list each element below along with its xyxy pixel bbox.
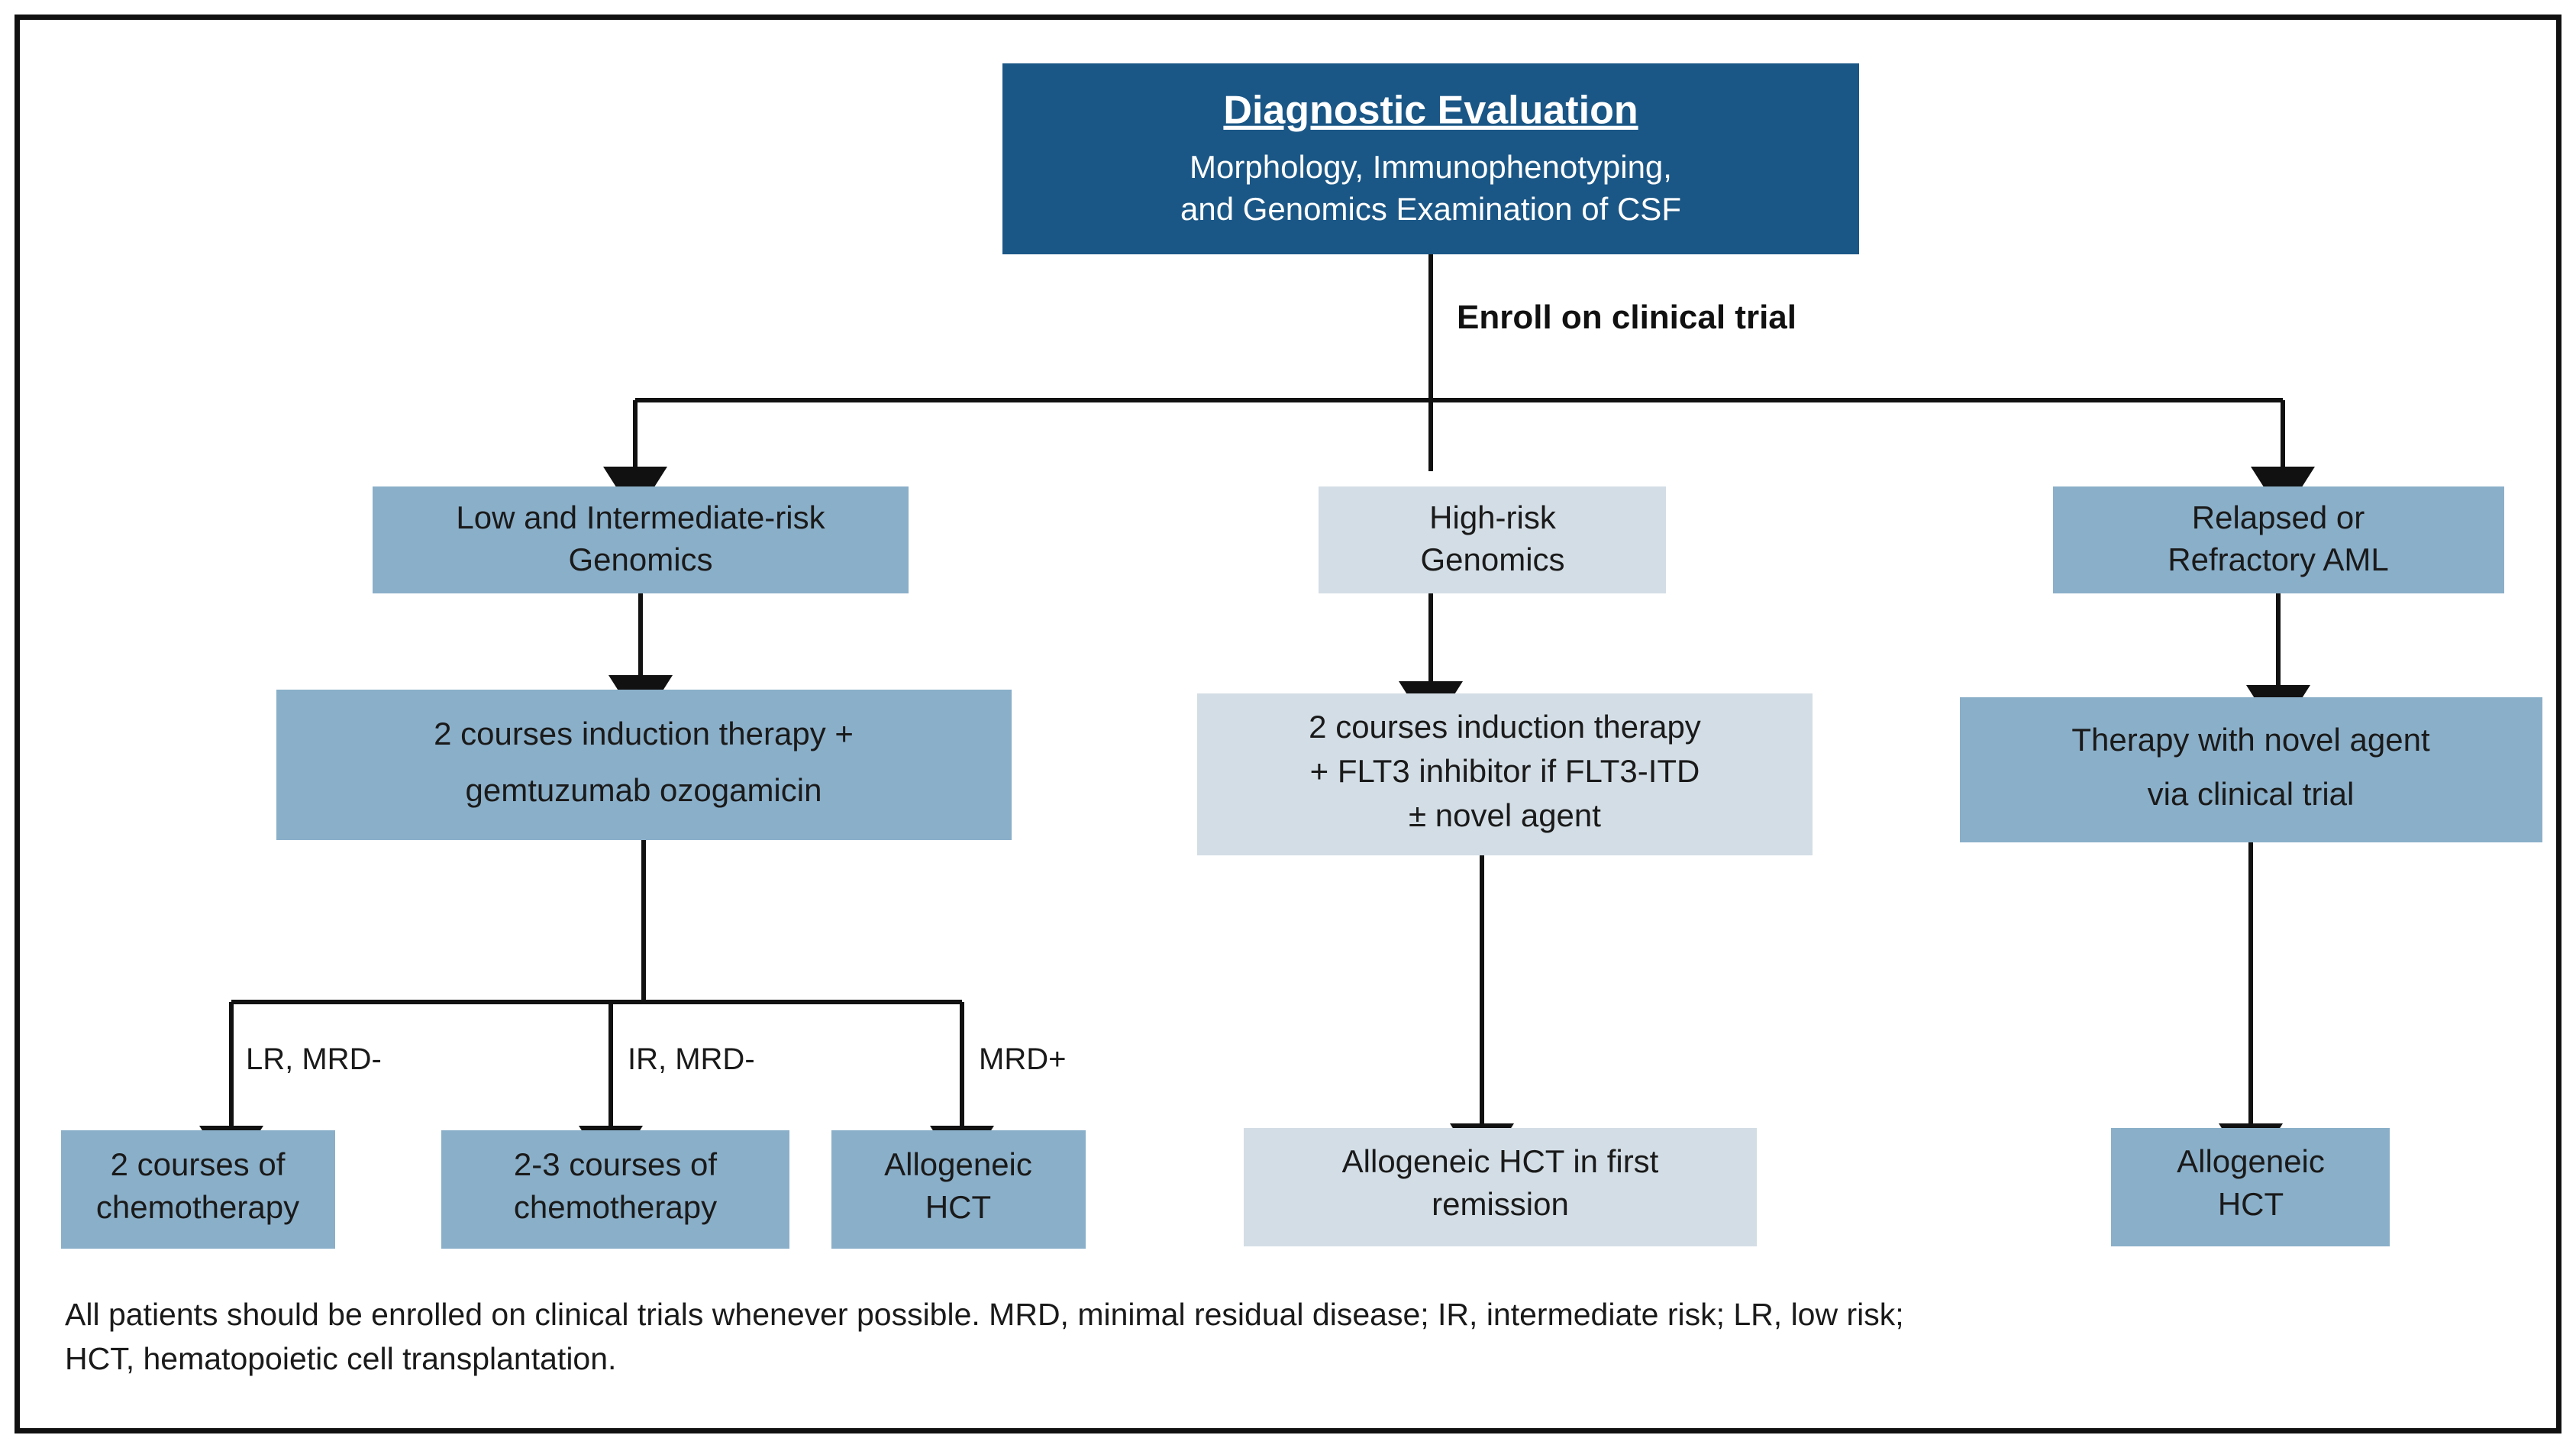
node-relapsed-refractory-aml: Relapsed or Refractory AML (2053, 486, 2504, 593)
node-novel-agent-therapy: Therapy with novel agent via clinical tr… (1960, 697, 2542, 842)
lr-outcome-line-1: 2 courses of (111, 1146, 286, 1182)
branch-label-lr-mrd-negative: LR, MRD- (246, 1042, 382, 1076)
node-diagnostic-evaluation: Diagnostic Evaluation Morphology, Immuno… (1002, 63, 1859, 254)
node-relapsed-outcome: Allogeneic HCT (2111, 1128, 2390, 1246)
node-low-intermediate-genomics: Low and Intermediate-risk Genomics (373, 486, 909, 593)
ir-outcome-line-2: chemotherapy (514, 1189, 717, 1225)
high-risk-genomics-box (1319, 486, 1666, 593)
node-high-risk-outcome: Allogeneic HCT in first remission (1244, 1128, 1757, 1246)
ir-outcome-box (441, 1130, 789, 1249)
novel-agent-therapy-line-1: Therapy with novel agent (2071, 722, 2430, 758)
diagnostic-evaluation-title: Diagnostic Evaluation (1223, 89, 1638, 133)
node-high-risk-induction: 2 courses induction therapy + FLT3 inhib… (1197, 693, 1813, 855)
induction-gemtuzumab-line-2: gemtuzumab ozogamicin (466, 772, 822, 808)
branch-label-mrd-positive: MRD+ (979, 1042, 1066, 1076)
high-risk-induction-line-3: ± novel agent (1409, 797, 1601, 833)
relapsed-refractory-aml-box (2053, 486, 2504, 593)
footnote-line-1: All patients should be enrolled on clini… (65, 1297, 1904, 1332)
branch-label-ir-mrd-negative: IR, MRD- (628, 1042, 755, 1076)
high-risk-induction-line-2: + FLT3 inhibitor if FLT3-ITD (1310, 753, 1700, 789)
high-risk-outcome-line-2: remission (1432, 1186, 1569, 1222)
relapsed-refractory-line-2: Refractory AML (2168, 541, 2388, 577)
high-risk-outcome-box (1244, 1128, 1757, 1246)
lr-outcome-box (61, 1130, 335, 1249)
enroll-on-clinical-trial-label: Enroll on clinical trial (1457, 299, 1796, 336)
relapsed-outcome-line-1: Allogeneic (2177, 1143, 2325, 1179)
node-ir-outcome: 2-3 courses of chemotherapy (441, 1130, 789, 1249)
footnote: All patients should be enrolled on clini… (65, 1292, 2470, 1381)
node-high-risk-genomics: High-risk Genomics (1319, 486, 1666, 593)
induction-gemtuzumab-box (276, 690, 1012, 840)
high-risk-induction-box (1197, 693, 1813, 855)
node-induction-gemtuzumab: 2 courses induction therapy + gemtuzumab… (276, 690, 1012, 840)
diagnostic-evaluation-subtitle-2: and Genomics Examination of CSF (1180, 191, 1681, 227)
ir-outcome-line-1: 2-3 courses of (514, 1146, 717, 1182)
mrd-positive-outcome-line-2: HCT (925, 1189, 991, 1225)
lr-outcome-line-2: chemotherapy (96, 1189, 299, 1225)
relapsed-outcome-line-2: HCT (2218, 1186, 2284, 1222)
high-risk-genomics-line-2: Genomics (1420, 541, 1564, 577)
low-intermediate-genomics-line-1: Low and Intermediate-risk (456, 499, 825, 535)
high-risk-genomics-line-1: High-risk (1429, 499, 1557, 535)
diagnostic-evaluation-box (1002, 63, 1859, 254)
node-lr-outcome: 2 courses of chemotherapy (61, 1130, 335, 1249)
relapsed-refractory-line-1: Relapsed or (2192, 499, 2365, 535)
low-intermediate-genomics-box (373, 486, 909, 593)
induction-gemtuzumab-line-1: 2 courses induction therapy + (434, 716, 854, 751)
mrd-positive-outcome-box (831, 1130, 1086, 1249)
node-mrd-positive-outcome: Allogeneic HCT (831, 1130, 1086, 1249)
low-intermediate-genomics-line-2: Genomics (568, 541, 712, 577)
high-risk-induction-line-1: 2 courses induction therapy (1309, 709, 1701, 745)
relapsed-outcome-box (2111, 1128, 2390, 1246)
diagnostic-evaluation-subtitle-1: Morphology, Immunophenotyping, (1190, 149, 1672, 185)
high-risk-outcome-line-1: Allogeneic HCT in first (1342, 1143, 1659, 1179)
novel-agent-therapy-box (1960, 697, 2542, 842)
novel-agent-therapy-line-2: via clinical trial (2148, 776, 2355, 812)
footnote-line-2: HCT, hematopoietic cell transplantation. (65, 1341, 617, 1377)
mrd-positive-outcome-line-1: Allogeneic (884, 1146, 1032, 1182)
